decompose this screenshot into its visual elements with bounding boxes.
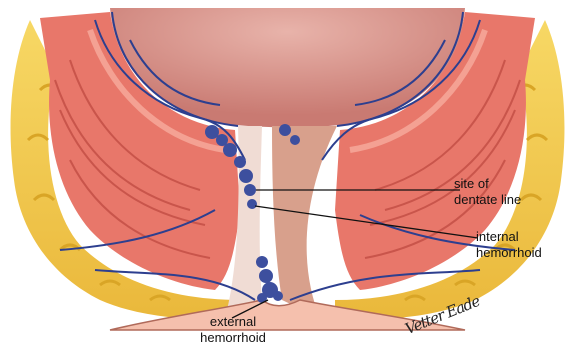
anal-canal-right [272, 126, 337, 318]
label-site-of-dentate-line: site of dentate line [454, 176, 569, 208]
label-external-hemorrhoid: external hemorrhoid [183, 314, 283, 346]
label-internal-hemorrhoid: internal hemorrhoid [476, 229, 571, 261]
